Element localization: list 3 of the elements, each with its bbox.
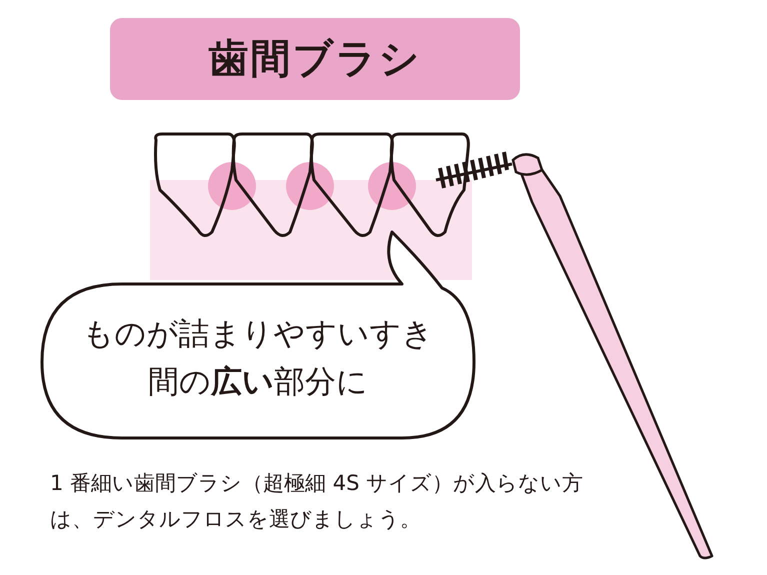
title: 歯間ブラシ	[110, 18, 520, 100]
speech-bubble-text: ものが詰まりやすいすき間の広い部分に	[82, 315, 434, 402]
note-text: 1 番細い歯間ブラシ（超極細 4S サイズ）が入らない方は、デンタルフロスを選びましょう。	[50, 470, 584, 533]
